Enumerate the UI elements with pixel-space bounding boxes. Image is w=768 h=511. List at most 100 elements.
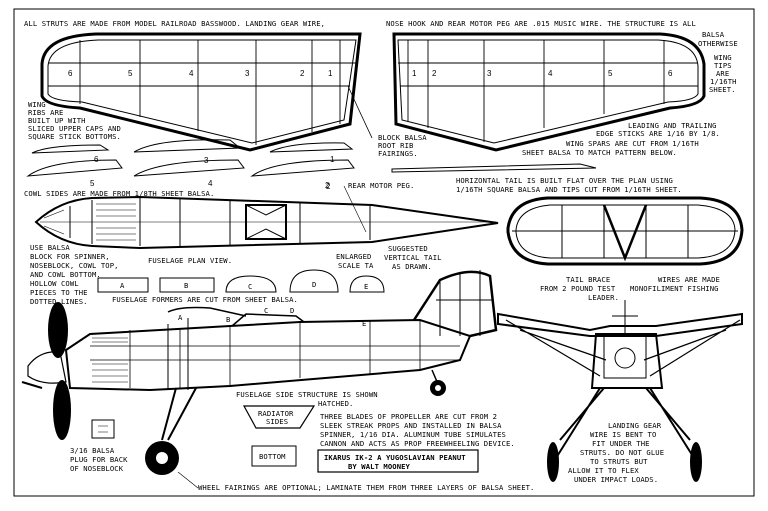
horizontal-tail-plan (506, 196, 744, 266)
front-wheel-left (547, 442, 559, 482)
note-horizontal-tail: 1/16TH SQUARE BALSA AND TIPS CUT FROM 1/… (456, 185, 682, 194)
note-suggested-tail: SUGGESTED (388, 244, 428, 253)
note-formers: FUSELAGE FORMERS ARE CUT FROM SHEET BALS… (112, 295, 298, 304)
left-rib-label: 3 (245, 69, 250, 78)
title-line-1: IKARUS IK-2 A YUGOSLAVIAN PEANUT (324, 453, 466, 462)
note-tail-brace: LEADER. (588, 293, 619, 302)
wing-rib-templates: 6 3 1 5 4 2 (26, 139, 355, 190)
note-wing-ribs: SLICED UPPER CAPS AND (28, 124, 121, 133)
right-wing-plan: 1 2 3 4 5 6 (392, 32, 706, 152)
note-block-balsa: FAIRINGS. (378, 149, 418, 158)
radiator-label: SIDES (266, 417, 288, 426)
note-landing-gear: UNDER IMPACT LOADS. (574, 475, 658, 484)
motor-peg-number: 2 (326, 182, 331, 191)
title-line-2: BY WALT MOONEY (348, 462, 411, 471)
note-use-balsa: NOSEBLOCK, COWL TOP, (30, 261, 119, 270)
rib-label: 2 (325, 181, 330, 190)
fuselage-plan-view (34, 195, 499, 250)
note-wires: WIRES ARE MADE (658, 275, 720, 284)
left-rib-label: 2 (300, 69, 305, 78)
rib-label: 5 (90, 179, 95, 188)
note-landing-gear: ALLOW IT TO FLEX (568, 466, 639, 475)
right-rib-label: 1 (412, 69, 417, 78)
note-use-balsa: USE BALSA (30, 243, 70, 252)
former-letter: E (364, 282, 368, 291)
side-letter: A (178, 313, 183, 322)
note-wing-ribs: WING (28, 100, 46, 109)
note-wing-spars: SHEET BALSA TO MATCH PATTERN BELOW. (522, 148, 677, 157)
rib-label: 1 (330, 155, 335, 164)
left-rib-label: 5 (128, 69, 133, 78)
former-letter: D (312, 280, 316, 289)
note-suggested-tail: AS DRAWN. (392, 262, 432, 271)
note-leading-edge: LEADING AND TRAILING (628, 121, 717, 130)
note-enlarged-tail: ENLARGED (336, 252, 371, 261)
propeller-blade (48, 302, 68, 358)
note-block-balsa: BLOCK BALSA (378, 133, 427, 142)
left-wing-plan: 6 5 4 3 2 1 (40, 32, 362, 152)
former-letter: A (120, 281, 125, 290)
radiator-label: RADIATOR (258, 409, 294, 418)
bottom-label: BOTTOM (259, 452, 286, 461)
note-propeller: SPINNER, 1/16 DIA. ALUMINUM TUBE SIMULAT… (320, 430, 506, 439)
note-wing-tips: WING (714, 53, 732, 62)
rib-label: 4 (208, 179, 213, 188)
propeller-blade (53, 380, 71, 440)
note-propeller: CANNON AND ACTS AS PROP FREEWHEELING DEV… (320, 439, 515, 448)
note-use-balsa: BLOCK FOR SPINNER, (30, 252, 110, 261)
note-wing-tips: SHEET. (709, 85, 736, 94)
note-enlarged-tail: SCALE TA (338, 261, 374, 270)
rib-label: 3 (204, 156, 209, 165)
side-letter: D (290, 306, 294, 315)
note-use-balsa: PIECES TO THE (30, 288, 88, 297)
note-wing-tips: 1/16TH (710, 77, 737, 86)
note-wires: MONOFILIMENT FISHING (630, 284, 719, 293)
note-suggested-tail: VERTICAL TAIL (384, 253, 442, 262)
note-use-balsa: HOLLOW COWL (30, 279, 79, 288)
note-landing-gear: TO STRUTS BUT (590, 457, 648, 466)
note-nose-hook: NOSE HOOK AND REAR MOTOR PEG ARE .015 MU… (386, 19, 696, 28)
side-letter: B (226, 315, 230, 324)
former-templates: A B C D E (97, 269, 385, 293)
right-rib-label: 3 (487, 69, 492, 78)
sheet-border (13, 8, 755, 497)
front-wheel-right (690, 442, 702, 482)
former-letter: C (248, 282, 252, 291)
note-wing-ribs: SQUARE STICK BOTTOMS. (28, 132, 121, 141)
note-block-balsa: ROOT RIB (378, 141, 413, 150)
note-wing-spars: WING SPARS ARE CUT FROM 1/16TH (566, 139, 699, 148)
note-use-balsa: DOTTED LINES. (30, 297, 88, 306)
left-rib-label: 6 (68, 69, 73, 78)
note-plug: 3/16 BALSA (70, 446, 115, 455)
title-box (317, 449, 479, 473)
note-wheel-fairings: WHEEL FAIRINGS ARE OPTIONAL; LAMINATE TH… (198, 483, 534, 492)
note-tail-brace: FROM 2 POUND TEST (540, 284, 616, 293)
right-rib-label: 5 (608, 69, 613, 78)
note-side-structure: HATCHED. (318, 399, 353, 408)
note-wing-ribs: RIBS ARE (28, 108, 63, 117)
note-leading-edge: EDGE STICKS ARE 1/16 BY 1/8. (596, 129, 720, 138)
note-landing-gear: FIT UNDER THE (592, 439, 650, 448)
fuselage-side-view: A B C D E (21, 270, 498, 475)
rib-label: 6 (94, 155, 99, 164)
right-rib-label: 4 (548, 69, 553, 78)
note-landing-gear: WIRE IS BENT TO (590, 430, 656, 439)
note-balsa-2: OTHERWISE (698, 39, 738, 48)
note-landing-gear: STRUTS. DO NOT GLUE (580, 448, 664, 457)
note-plug: PLUG FOR BACK (70, 455, 128, 464)
right-rib-label: 2 (432, 69, 437, 78)
note-tail-brace: TAIL BRACE (566, 275, 610, 284)
note-propeller: SLEEK STREAK PROPS AND INSTALLED IN BALS… (320, 421, 502, 430)
note-propeller: THREE BLADES OF PROPELLER ARE CUT FROM 2 (320, 412, 497, 421)
note-cowl-sides: COWL SIDES ARE MADE FROM 1/8TH SHEET BAL… (24, 189, 214, 198)
note-use-balsa: AND COWL BOTTOM. (30, 270, 101, 279)
note-struts: ALL STRUTS ARE MADE FROM MODEL RAILROAD … (24, 19, 325, 28)
note-balsa-1: BALSA (702, 30, 725, 39)
front-view (497, 300, 743, 482)
left-rib-label: 4 (189, 69, 194, 78)
note-side-structure: FUSELAGE SIDE STRUCTURE IS SHOWN (236, 390, 378, 399)
note-plug: OF NOSEBLOCK (70, 464, 124, 473)
note-horizontal-tail: HORIZONTAL TAIL IS BUILT FLAT OVER THE P… (456, 176, 673, 185)
side-letter: E (362, 319, 366, 328)
